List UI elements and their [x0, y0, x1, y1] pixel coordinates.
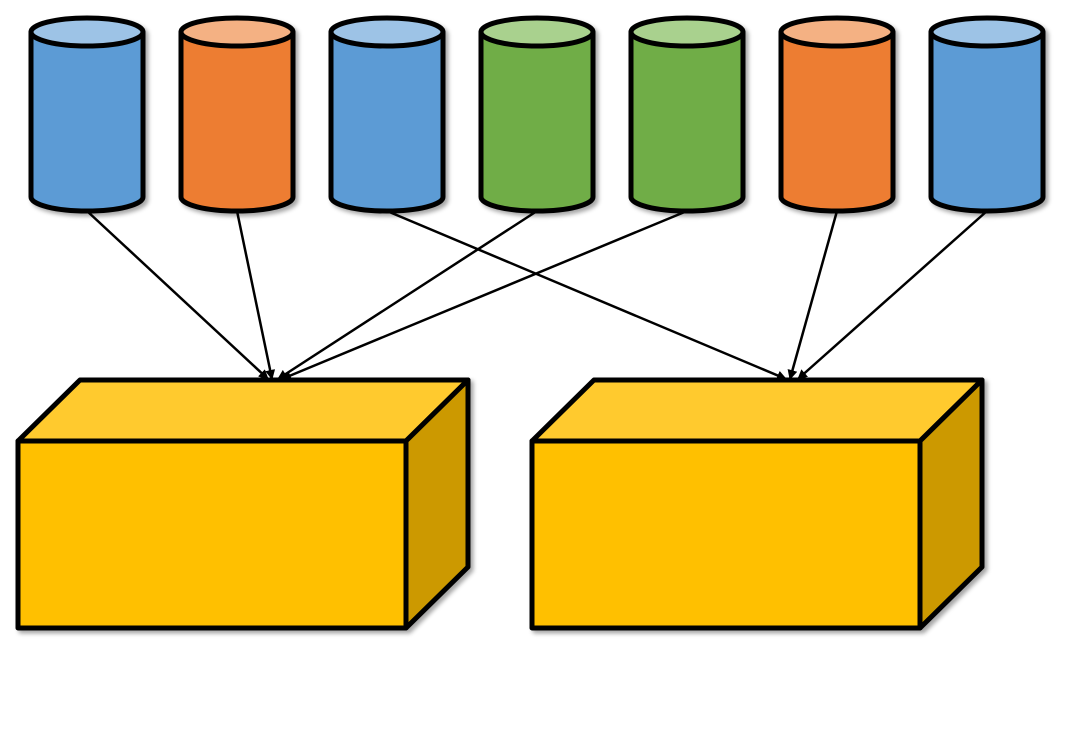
cylinder-top [778, 15, 896, 49]
cylinder-body [478, 29, 596, 214]
cylinder-top [478, 15, 596, 49]
cylinder-top [928, 15, 1046, 49]
arrow-cylinder-5-to-box-1 [281, 209, 688, 381]
cylinder-body [628, 29, 746, 214]
database-cylinder-icon-2 [178, 15, 296, 214]
cylinder-top [628, 15, 746, 49]
cylinder-top [328, 15, 446, 49]
database-cylinder-icon-3 [328, 15, 446, 214]
boxes-layer [15, 377, 985, 631]
database-cylinder-icon-5 [628, 15, 746, 214]
cylinder-top [28, 15, 146, 49]
arrow-cylinder-1-to-box-1 [86, 210, 269, 380]
arrow-cylinder-4-to-box-1 [277, 209, 538, 381]
database-cylinder-icon-4 [478, 15, 596, 214]
cylinder-body [778, 29, 896, 214]
database-cylinder-icon-1 [28, 15, 146, 214]
arrow-cylinder-2-to-box-1 [235, 210, 276, 380]
server-box-icon-1 [15, 377, 471, 631]
arrow-cylinder-3-to-box-2 [386, 209, 787, 381]
arrow-cylinder-6-to-box-2 [787, 210, 839, 380]
cylinder-body [28, 29, 146, 214]
cylinder-top [178, 15, 296, 49]
arrow-cylinder-7-to-box-2 [797, 210, 988, 380]
cylinder-body [328, 29, 446, 214]
box-top-face [529, 377, 985, 444]
box-top-face [15, 377, 471, 444]
arrows-layer [86, 209, 988, 381]
cylinder-body [928, 29, 1046, 214]
cylinders-layer [28, 15, 1046, 214]
cylinder-body [178, 29, 296, 214]
box-front-face [15, 438, 409, 631]
server-box-icon-2 [529, 377, 985, 631]
database-cylinder-icon-6 [778, 15, 896, 214]
box-front-face [529, 438, 923, 631]
database-cylinder-icon-7 [928, 15, 1046, 214]
